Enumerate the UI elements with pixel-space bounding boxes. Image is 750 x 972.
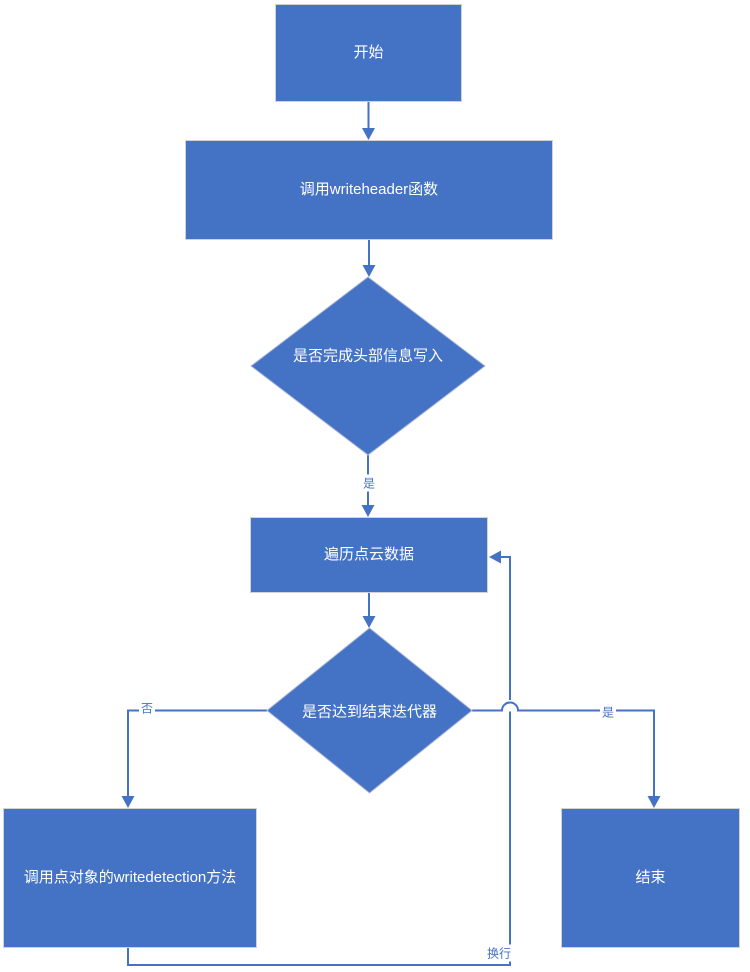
arrowhead-loopback-into-iterate [489,550,501,564]
edge-label-header-done-yes: 是 [360,474,378,492]
node-write-header-label: 调用writeheader函数 [299,180,439,198]
node-end: 结束 [561,808,740,948]
arrowhead-into-iteratorcheck [362,616,376,628]
edge-label-end-iterator-no: 否 [138,699,156,717]
edge-iteratorcheck-no [127,709,267,797]
arrowhead-into-end [647,796,661,808]
edge-label-loop-back: 换行 [484,944,514,962]
node-write-detection: 调用点对象的writedetection方法 [3,808,257,948]
edge-iteratorcheck-yes [472,701,655,797]
node-write-header: 调用writeheader函数 [185,140,553,240]
node-write-detection-label: 调用点对象的writedetection方法 [23,868,237,886]
arrowhead-into-writedetection [121,796,135,808]
node-start-label: 开始 [353,43,384,61]
node-header-done-label: 是否完成头部信息写入 [292,347,444,365]
edge-label-end-iterator-yes: 是 [599,703,617,721]
node-start: 开始 [275,4,462,102]
decision-end-iterator-shape [266,627,473,794]
edge-loopback [127,556,511,966]
decision-header-done-shape [250,276,486,456]
arrowhead-into-headercheck [362,265,376,277]
arrowhead-into-writeheader [362,128,375,140]
node-iterate-cloud: 遍历点云数据 [250,517,488,593]
node-end-iterator-label: 是否达到结束迭代器 [301,703,438,721]
node-end-label: 结束 [635,868,666,886]
arrowhead-into-iterate [361,505,375,517]
node-iterate-cloud-label: 遍历点云数据 [323,545,414,563]
